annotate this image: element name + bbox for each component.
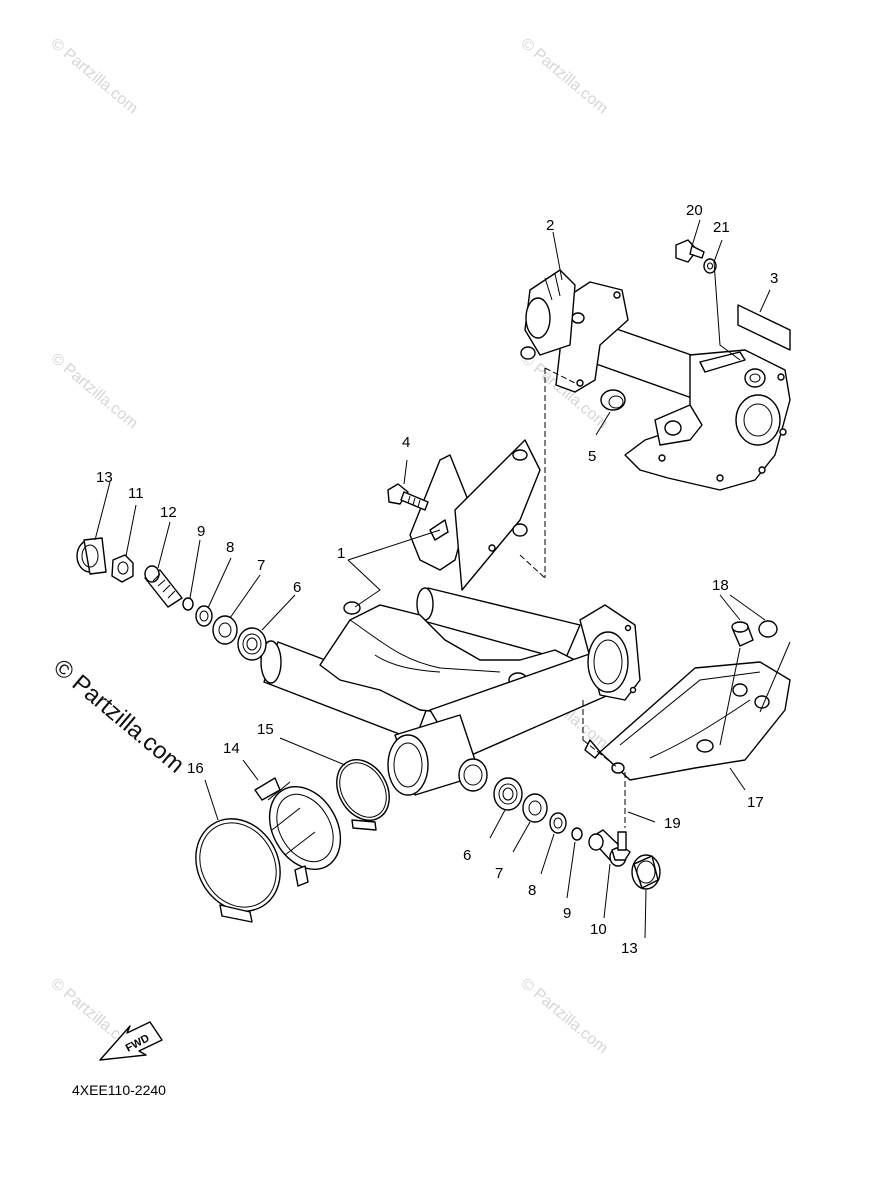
part-8-collar-right [549,812,567,834]
callout-21: 21 [713,219,730,236]
callout-8: 8 [528,882,536,899]
watermark: © Partzilla.com [47,35,141,117]
part-12-pivot-shaft [144,565,183,608]
part-3-label [737,304,791,351]
part-16-clamp [195,818,281,923]
part-2-axle-housing [520,269,791,491]
callouts: 1 2 3 4 5 6 6 7 7 8 8 9 9 10 11 12 13 13… [96,202,778,957]
callout-12: 12 [160,504,177,521]
watermark: © Partzilla.com [517,975,611,1057]
part-18-caps [731,620,778,647]
callout-7: 7 [495,865,503,882]
watermark: © Partzilla.com [47,350,141,432]
part-15-clamp [336,759,390,831]
part-13-cap-right [631,854,661,890]
part-6-bearing-left [237,627,267,661]
part-6-bearing-right [493,777,523,811]
watermark-large: © Partzilla.com [48,654,189,779]
part-21-washer [703,258,717,274]
callout-13: 13 [621,940,638,957]
callout-9: 9 [563,905,571,922]
callout-10: 10 [590,921,607,938]
part-9-oring-left [182,597,194,611]
watermarks: © Partzilla.com © Partzilla.com © Partzi… [47,35,611,1057]
callout-13: 13 [96,469,113,486]
callout-7: 7 [257,557,265,574]
part-11-nut [111,554,134,583]
callout-18: 18 [712,577,729,594]
callout-3: 3 [770,270,778,287]
callout-20: 20 [686,202,703,219]
callout-1: 1 [337,545,345,562]
callout-17: 17 [747,794,764,811]
part-5-bushing [600,389,626,411]
callout-11: 11 [128,485,144,502]
part-9-oring-right [571,827,583,841]
part-1-swing-arm [260,439,641,796]
part-7-seal-right [522,793,548,823]
callout-15: 15 [257,721,274,738]
callout-2: 2 [546,217,554,234]
callout-6: 6 [463,847,471,864]
part-8-collar-left [195,605,213,627]
part-14-boot [254,777,342,887]
callout-9: 9 [197,523,205,540]
callout-14: 14 [223,740,240,757]
leader-lines [94,219,791,939]
callout-19: 19 [664,815,681,832]
part-19-bolt [611,831,631,861]
part-20-bolt [675,239,705,263]
callout-5: 5 [588,448,596,465]
callout-8: 8 [226,539,234,556]
part-7-seal-left [212,615,238,645]
callout-16: 16 [187,760,204,777]
diagram-code: 4XEE110-2240 [72,1082,166,1098]
fwd-arrow: FWD [99,1021,163,1061]
part-4-bolt [387,483,429,511]
callout-4: 4 [402,434,410,451]
callout-6: 6 [293,579,301,596]
watermark: © Partzilla.com [517,35,611,117]
part-13-cap-left [76,537,107,575]
